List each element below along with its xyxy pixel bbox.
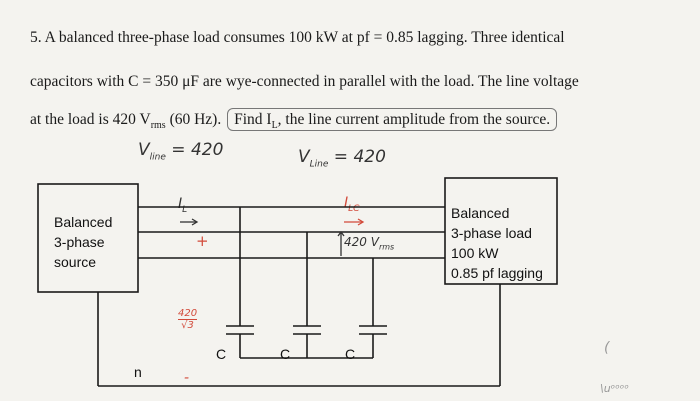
dash-mark: - [184,370,190,386]
margin-mark: ( [604,340,610,356]
line3-freq: (60 Hz). [165,111,222,128]
load-label: Balanced 3-phase load 100 kW 0.85 pf lag… [451,205,543,281]
rms-subscript: rms [150,120,166,132]
highlighted-question: Find IL, the line current amplitude from… [227,108,558,131]
source-box [37,183,139,293]
il-label: IL [178,196,188,215]
ilc-label: ILC [344,195,360,214]
fraction-note: 420 √3 [178,308,198,331]
cap-label-2: C [280,346,291,362]
v-line-right-note: VLine = 420 [298,147,386,170]
v-line-left-note: Vline = 420 [138,140,224,163]
neutral-label: n [134,364,142,380]
plus-sign: + [196,232,209,250]
cap-label-3: C [345,346,356,362]
line3-text: at the load is 420 V [30,111,151,128]
load-box [444,177,558,285]
vrms-note: 420 Vrms [344,235,395,252]
problem-line-3: at the load is 420 Vrms (60 Hz). Find IL… [30,108,558,132]
cap-label-1: C [216,346,227,362]
source-label: Balanced 3-phase source [54,214,113,270]
problem-line-1: 5. A balanced three-phase load consumes … [30,29,565,46]
problem-line-2: capacitors with C = 350 μF are wye-conne… [30,73,579,90]
bottom-scribble: \uᵒᵒᵒᵒ [600,382,629,395]
